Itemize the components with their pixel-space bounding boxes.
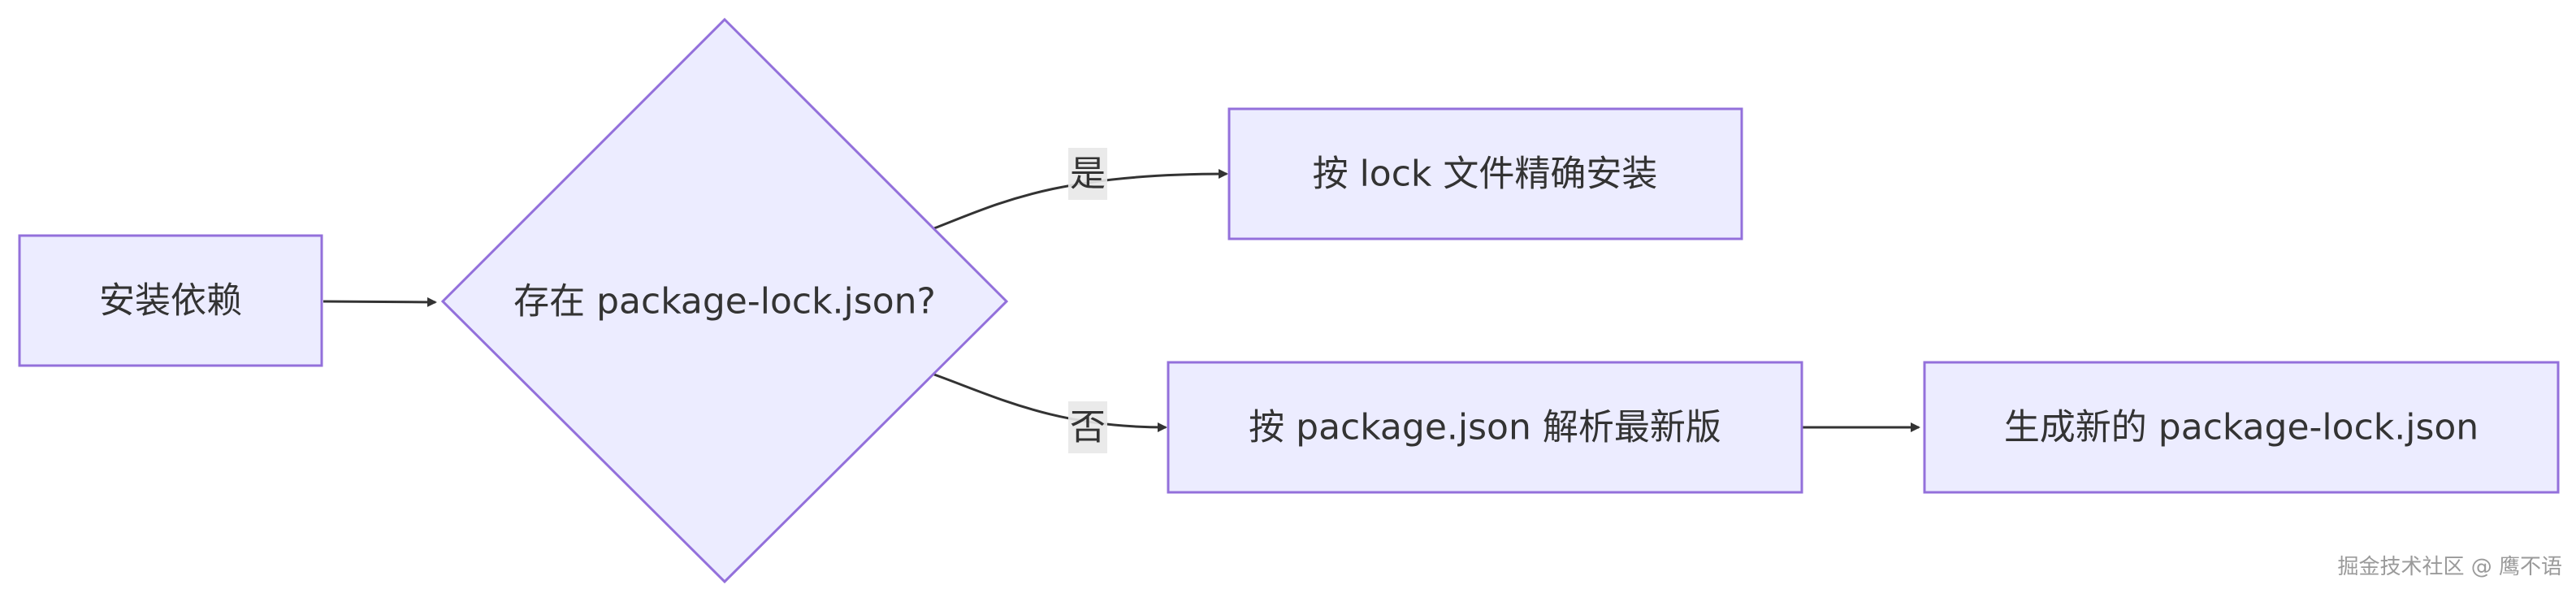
- node-resolve-latest-label: 按 package.json 解析最新版: [1249, 407, 1721, 448]
- node-exact-install: 按 lock 文件精确安装: [1227, 107, 1743, 240]
- edge-decision-yes: [933, 169, 1228, 230]
- node-install-dependencies-label: 安装依赖: [99, 280, 242, 322]
- edge-label-yes-text: 是: [1070, 154, 1106, 195]
- node-install-dependencies: 安装依赖: [18, 234, 323, 367]
- edge-install-to-decision: [323, 297, 437, 307]
- edge-label-no: 否: [1068, 401, 1107, 453]
- node-lockfile-decision: 存在 package-lock.json?: [440, 17, 1009, 584]
- node-resolve-latest: 按 package.json 解析最新版: [1167, 361, 1803, 494]
- node-exact-install-label: 按 lock 文件精确安装: [1313, 154, 1658, 195]
- node-generate-lockfile: 生成新的 package-lock.json: [1923, 361, 2560, 494]
- node-generate-lockfile-label: 生成新的 package-lock.json: [2004, 407, 2479, 448]
- edge-label-yes: 是: [1068, 148, 1107, 200]
- edge-decision-no: [933, 373, 1167, 432]
- node-lockfile-decision-label: 存在 package-lock.json?: [513, 281, 936, 323]
- watermark: 掘金技术社区 @ 鹰不语: [2337, 555, 2562, 579]
- edge-label-no-text: 否: [1070, 407, 1106, 448]
